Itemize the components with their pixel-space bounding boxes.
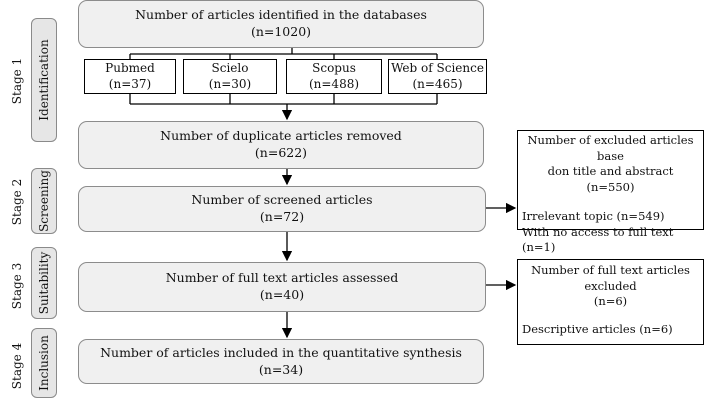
stage-tab-identification-label: Identification: [37, 39, 51, 121]
database-count: (n=465): [412, 76, 463, 91]
excluded-screening-reason-1: Irrelevant topic (n=549): [522, 209, 665, 224]
screened-count: (n=72): [259, 209, 305, 224]
stage-tab-screening: Screening: [31, 168, 57, 234]
excluded-fulltext-count: (n=6): [593, 294, 628, 309]
database-count: (n=37): [108, 76, 152, 91]
database-name: Scopus: [312, 60, 356, 75]
included-count: (n=34): [258, 361, 304, 377]
identified-count: (n=1020): [250, 24, 312, 39]
database-count: (n=30): [208, 76, 252, 91]
identified-box: Number of articles identified in the dat…: [78, 0, 484, 48]
database-box-web-of-science: Web of Science (n=465): [388, 59, 487, 94]
database-count: (n=488): [308, 76, 360, 91]
database-box-pubmed: Pubmed (n=37): [84, 59, 176, 94]
stage-label-3: Stage 3: [10, 262, 24, 310]
excluded-fulltext-title-1: Number of full text articles: [531, 263, 690, 277]
database-name: Web of Science: [391, 60, 484, 75]
duplicates-count: (n=622): [254, 145, 308, 160]
stage-label-2: Stage 2: [10, 178, 24, 226]
excluded-screening-title-2: don title and abstract: [547, 164, 674, 179]
stage-tab-suitability-label: Suitability: [37, 251, 51, 315]
stage-tab-screening-label: Screening: [37, 170, 51, 232]
identified-text: Number of articles identified in the dat…: [135, 7, 427, 23]
included-box: Number of articles included in the quant…: [78, 339, 484, 384]
excluded-fulltext-box: Number of full text articles excluded (n…: [517, 259, 704, 345]
stage-tab-identification: Identification: [31, 18, 57, 142]
excluded-screening-title-1: Number of excluded articles base: [527, 133, 694, 163]
duplicates-text: Number of duplicate articles removed: [160, 128, 402, 144]
assessed-count: (n=40): [259, 287, 305, 302]
excluded-fulltext-reason-1: Descriptive articles (n=6): [522, 321, 673, 336]
excluded-screening-count: (n=550): [586, 179, 635, 194]
excluded-screening-box: Number of excluded articles base don tit…: [517, 130, 704, 254]
stage-tab-inclusion-label: Inclusion: [37, 335, 51, 391]
screened-text: Number of screened articles: [191, 192, 373, 208]
excluded-fulltext-title-2: excluded: [584, 278, 637, 293]
database-name: Pubmed: [105, 60, 155, 75]
database-name: Scielo: [211, 60, 249, 75]
stage-tab-inclusion: Inclusion: [31, 328, 57, 398]
included-text: Number of articles included in the quant…: [100, 344, 462, 360]
duplicates-box: Number of duplicate articles removed (n=…: [78, 121, 484, 169]
database-box-scopus: Scopus (n=488): [286, 59, 382, 94]
assessed-text: Number of full text articles assessed: [165, 270, 399, 286]
stage-tab-suitability: Suitability: [31, 247, 57, 319]
assessed-box: Number of full text articles assessed (n…: [78, 262, 486, 312]
stage-label-1: Stage 1: [10, 57, 24, 105]
screened-box: Number of screened articles (n=72): [78, 186, 486, 232]
stage-label-4: Stage 4: [10, 342, 24, 390]
excluded-screening-reason-2: With no access to full text (n=1): [522, 224, 674, 255]
database-box-scielo: Scielo (n=30): [183, 59, 277, 94]
